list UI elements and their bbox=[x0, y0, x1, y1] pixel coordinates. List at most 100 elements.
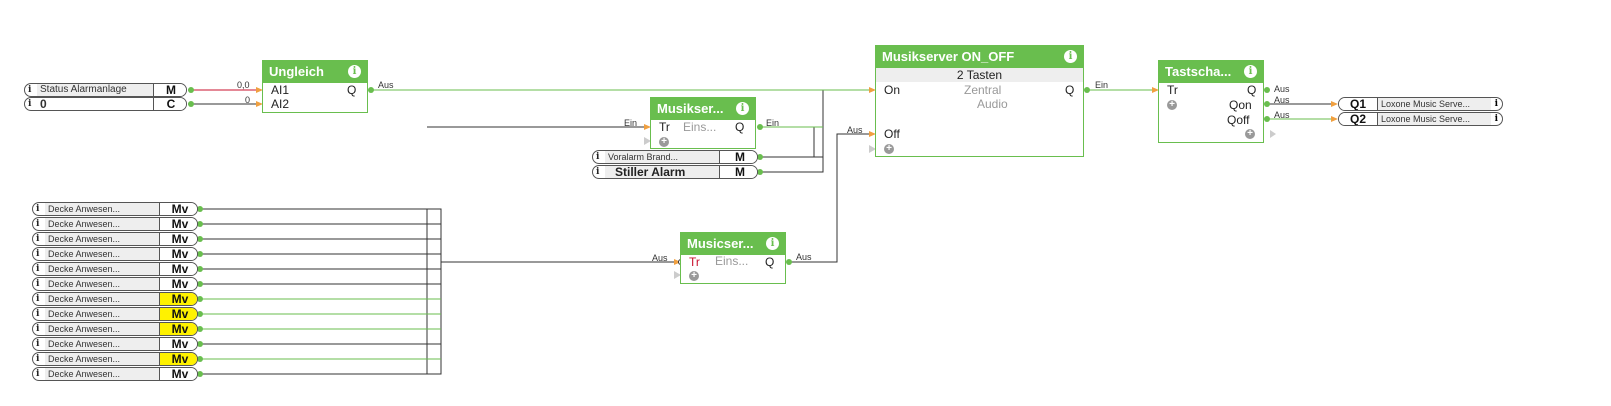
block-title: Tastscha... i bbox=[1159, 61, 1263, 83]
info-icon[interactable]: i bbox=[36, 234, 40, 244]
block-tastschalter[interactable]: Tastscha... i Tr + Q Qon Qoff + bbox=[1158, 60, 1264, 143]
info-icon[interactable]: i bbox=[36, 249, 40, 259]
input-label: Decke Anwesen... bbox=[45, 233, 162, 245]
input-constant[interactable]: i 0 C bbox=[24, 97, 187, 111]
wire-label: 0,0 bbox=[237, 80, 250, 90]
input-type-tag: M bbox=[719, 166, 757, 178]
info-icon[interactable]: i bbox=[36, 279, 40, 289]
port-q[interactable]: Q bbox=[1065, 83, 1075, 97]
port-qoff[interactable]: Qoff bbox=[1227, 113, 1250, 127]
wire-label: Aus bbox=[1274, 95, 1290, 105]
block-title: Ungleich i bbox=[263, 61, 367, 83]
block-title: Musikser... i bbox=[651, 98, 755, 120]
info-icon[interactable]: i bbox=[596, 152, 600, 162]
input-label: Decke Anwesen... bbox=[45, 338, 162, 350]
input-type-tag: Mv bbox=[159, 338, 197, 350]
port-on[interactable]: On bbox=[884, 83, 901, 97]
block-musikserver-trigger[interactable]: Musikser... i Tr Eins... Q + bbox=[650, 97, 756, 149]
add-input-icon[interactable]: + bbox=[1167, 100, 1177, 110]
port-q[interactable]: Q bbox=[1247, 83, 1257, 97]
input-type-tag: Mv bbox=[159, 263, 197, 275]
output-q1[interactable]: Q1 Loxone Music Serve... i bbox=[1338, 97, 1503, 111]
port-tr[interactable]: Tr bbox=[659, 120, 670, 134]
port-tr[interactable]: Tr bbox=[1167, 83, 1178, 97]
output-q2[interactable]: Q2 Loxone Music Serve... i bbox=[1338, 112, 1503, 126]
input-type-tag: M bbox=[719, 151, 757, 163]
port-q[interactable]: Q bbox=[735, 120, 745, 134]
port-qon[interactable]: Qon bbox=[1229, 98, 1252, 112]
output-tag: Q1 bbox=[1339, 98, 1378, 110]
add-output-icon[interactable]: + bbox=[1245, 129, 1255, 139]
wire-label: Aus bbox=[847, 125, 863, 135]
info-icon[interactable]: i bbox=[36, 354, 40, 364]
info-icon[interactable]: i bbox=[1494, 99, 1498, 109]
add-input-icon[interactable]: + bbox=[884, 144, 894, 154]
info-icon[interactable]: i bbox=[1064, 50, 1077, 63]
port-tr[interactable]: Tr bbox=[689, 255, 700, 269]
info-icon[interactable]: i bbox=[766, 237, 779, 250]
block-subtitle-band bbox=[876, 68, 1083, 82]
add-input-icon[interactable]: + bbox=[659, 137, 669, 147]
input-stiller-alarm[interactable]: i Stiller Alarm M bbox=[592, 165, 758, 179]
info-icon[interactable]: i bbox=[36, 264, 40, 274]
block-category: Audio bbox=[977, 97, 1008, 111]
input-label: Decke Anwesen... bbox=[45, 218, 162, 230]
block-title-text: Musikser... bbox=[657, 101, 724, 116]
block-musicserver-trigger[interactable]: Musicser...i Tr Eins... Q + bbox=[680, 232, 786, 284]
info-icon[interactable]: i bbox=[36, 294, 40, 304]
info-icon[interactable]: i bbox=[36, 309, 40, 319]
wire-label: Aus bbox=[1274, 110, 1290, 120]
input-label: Status Alarmanlage bbox=[37, 84, 175, 96]
input-decke-anwesenheit[interactable]: i Decke Anwesen...Mv bbox=[32, 262, 198, 276]
info-icon[interactable]: i bbox=[28, 99, 32, 109]
input-type-tag: Mv bbox=[159, 323, 197, 335]
info-icon[interactable]: i bbox=[736, 102, 749, 115]
input-voralarm-brand[interactable]: i Voralarm Brand... M bbox=[592, 150, 758, 164]
block-param: Eins... bbox=[683, 120, 717, 134]
output-tag: Q2 bbox=[1339, 113, 1378, 125]
output-label: Loxone Music Serve... bbox=[1378, 98, 1491, 110]
input-type-tag: Mv bbox=[159, 293, 197, 305]
port-off[interactable]: Off bbox=[884, 127, 900, 141]
info-icon[interactable]: i bbox=[36, 339, 40, 349]
wire-label: Aus bbox=[1274, 84, 1290, 94]
input-decke-anwesenheit[interactable]: i Decke Anwesen...Mv bbox=[32, 232, 198, 246]
block-ungleich[interactable]: Ungleich i AI1 AI2 Q bbox=[262, 60, 368, 113]
wire-label: Aus bbox=[378, 80, 394, 90]
input-status-alarmanlage[interactable]: i Status Alarmanlage M bbox=[24, 83, 187, 97]
add-input-icon[interactable]: + bbox=[689, 271, 699, 281]
wire-label: Ein bbox=[624, 118, 638, 128]
port-q[interactable]: Q bbox=[347, 83, 357, 97]
info-icon[interactable]: i bbox=[36, 204, 40, 214]
info-icon[interactable]: i bbox=[1244, 65, 1257, 78]
input-label: Decke Anwesen... bbox=[45, 353, 162, 365]
port-ai1[interactable]: AI1 bbox=[271, 83, 290, 97]
input-label: Stiller Alarm bbox=[605, 166, 719, 178]
info-icon[interactable]: i bbox=[36, 369, 40, 379]
info-icon[interactable]: i bbox=[596, 167, 600, 177]
info-icon[interactable]: i bbox=[36, 324, 40, 334]
wire-label: 0 bbox=[245, 95, 251, 105]
info-icon[interactable]: i bbox=[36, 219, 40, 229]
info-icon[interactable]: i bbox=[1494, 114, 1498, 124]
input-label: Decke Anwesen... bbox=[45, 263, 162, 275]
port-ai2[interactable]: AI2 bbox=[271, 97, 290, 111]
block-title-text: Ungleich bbox=[269, 64, 324, 79]
input-type-tag: Mv bbox=[159, 233, 197, 245]
info-icon[interactable]: i bbox=[348, 65, 361, 78]
input-decke-anwesenheit[interactable]: i Decke Anwesen...Mv bbox=[32, 337, 198, 351]
block-title-text: Musicser... bbox=[687, 236, 754, 251]
info-icon[interactable]: i bbox=[28, 85, 32, 95]
block-title-text: Tastscha... bbox=[1165, 64, 1232, 79]
port-q[interactable]: Q bbox=[765, 255, 775, 269]
